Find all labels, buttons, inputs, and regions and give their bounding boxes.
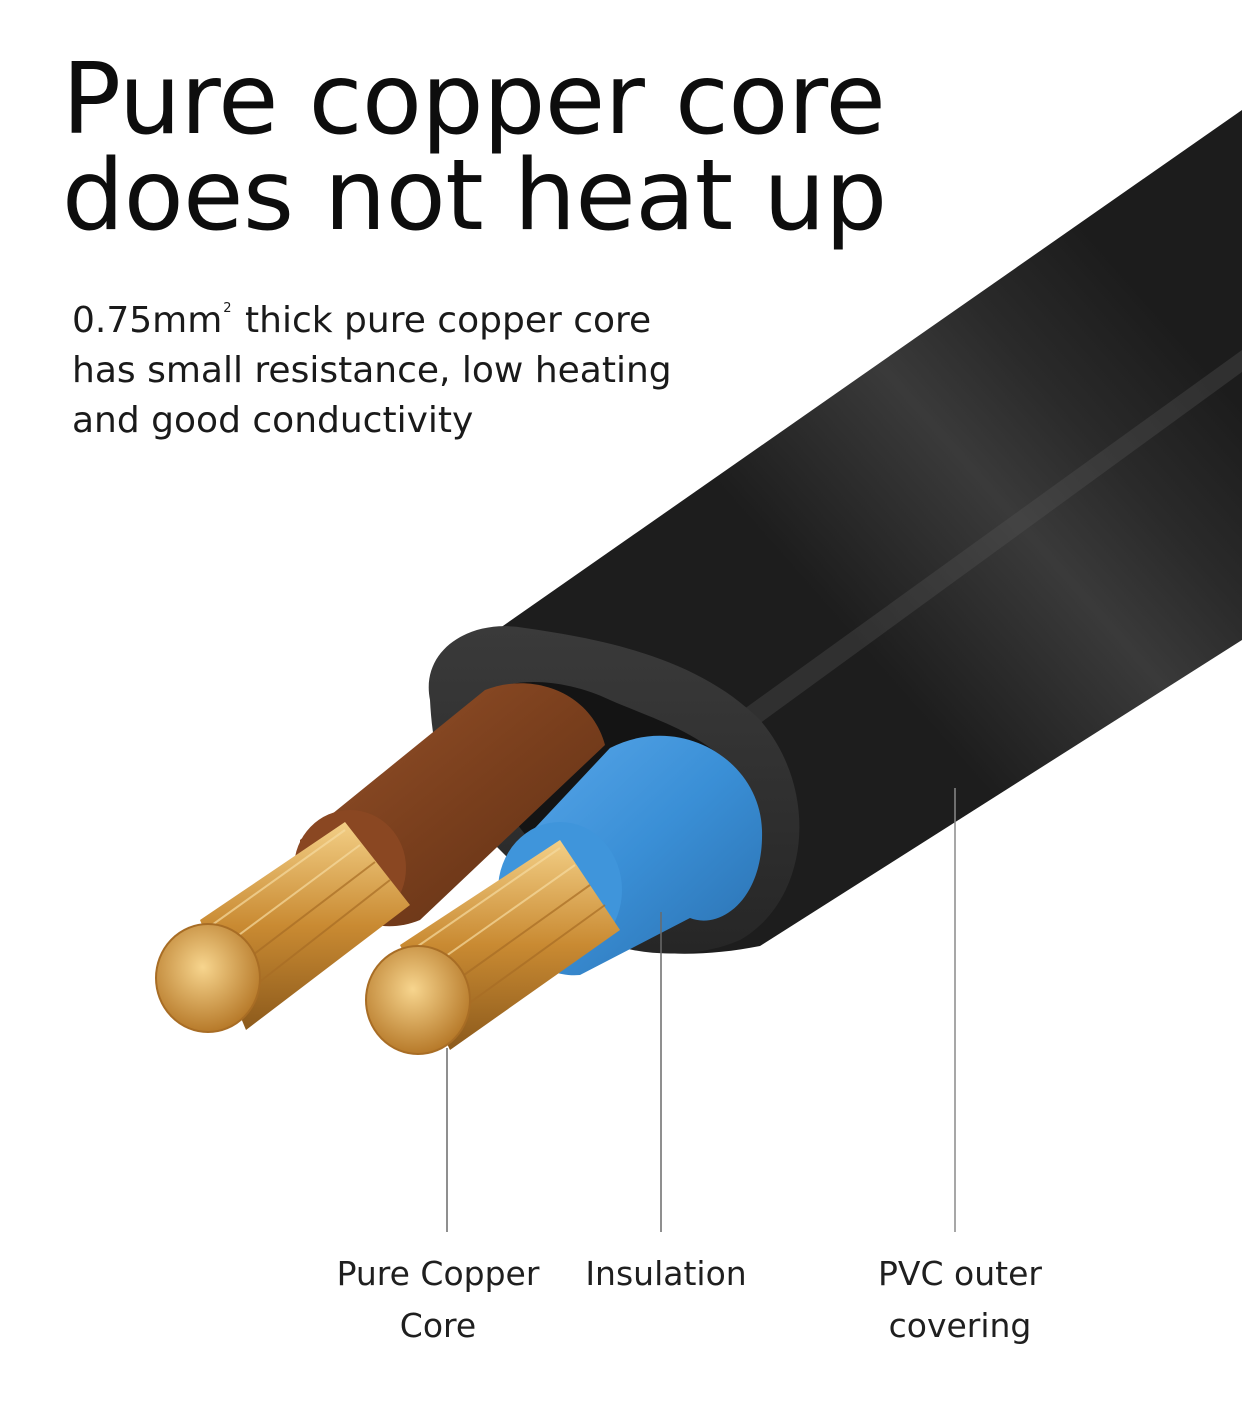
headline: Pure copper core does not heat up [62, 43, 887, 253]
label-pvc-outer-covering: PVC outer covering [850, 1248, 1070, 1352]
description-line-3: and good conductivity [72, 400, 474, 441]
description: 0.75mm2 thick pure copper core has small… [72, 284, 672, 446]
headline-line-1: Pure copper core [62, 43, 886, 157]
wire-gauge: 0.75mm [72, 300, 223, 341]
headline-line-2: does not heat up [62, 139, 887, 253]
description-line-2: has small resistance, low heating [72, 350, 672, 391]
label-insulation: Insulation [566, 1248, 766, 1300]
blue-wire-copper-end [365, 945, 471, 1055]
label-pvc-outer-covering-line-1: PVC outer [878, 1254, 1042, 1293]
label-pure-copper-core-line-2: Core [399, 1306, 477, 1345]
label-pure-copper-core-line-1: Pure Copper [336, 1254, 540, 1293]
wire-gauge-exponent: 2 [223, 301, 232, 316]
label-insulation-line-1: Insulation [585, 1254, 747, 1293]
description-line-1-rest: thick pure copper core [233, 300, 652, 341]
description-line-1: 0.75mm2 thick pure copper core [72, 284, 672, 346]
label-pvc-outer-covering-line-2: covering [888, 1306, 1032, 1345]
label-pure-copper-core: Pure Copper Core [318, 1248, 558, 1352]
brown-wire-copper-end [155, 923, 261, 1033]
pvc-jacket-highlight [740, 350, 1242, 732]
